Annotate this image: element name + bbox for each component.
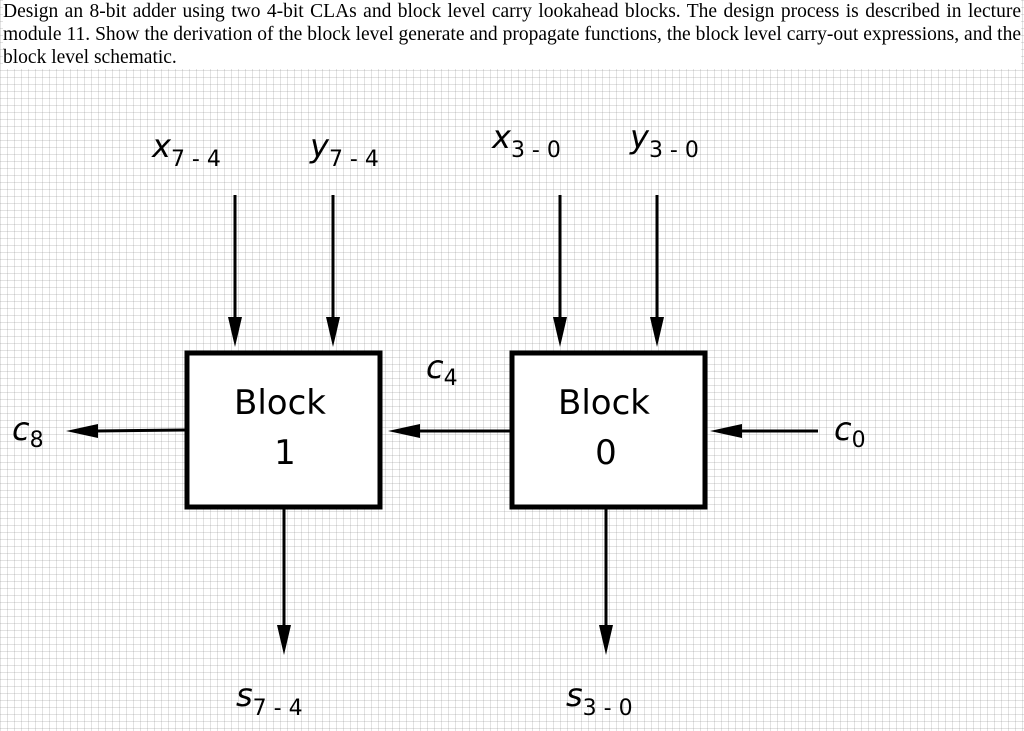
carry-arrow-c4 [388, 424, 510, 438]
carry-arrow-c0 [710, 424, 818, 438]
carry-arrow-c8 [66, 424, 186, 438]
input-arrow-x74 [228, 195, 242, 347]
input-label-y30: y3 - 0 [629, 118, 699, 163]
input-label-x30: x3 - 0 [491, 118, 561, 163]
output-label-s30: s3 - 0 [566, 676, 633, 721]
question-text: Design an 8-bit adder using two 4-bit CL… [3, 0, 1021, 69]
input-label-x74: x7 - 4 [151, 127, 221, 172]
block-1-box [184, 350, 383, 510]
input-label-y74: y7 - 4 [309, 127, 379, 172]
input-arrow-y30 [650, 195, 664, 347]
input-arrow-x30 [553, 195, 567, 347]
output-label-s74: s7 - 4 [236, 676, 303, 721]
input-arrow-y74 [326, 195, 340, 347]
output-arrow-s74 [277, 509, 291, 655]
block-0-box [509, 350, 708, 510]
block-0-number: 0 [595, 433, 617, 473]
carry-label-c8: c8 [12, 410, 44, 453]
block-1-title: Block [234, 383, 326, 423]
carry-label-c4: c4 [426, 348, 458, 391]
block-0-title: Block [558, 383, 650, 423]
block-1-number: 1 [274, 433, 296, 473]
output-arrow-s30 [599, 509, 613, 655]
carry-label-c0: c0 [834, 410, 866, 453]
